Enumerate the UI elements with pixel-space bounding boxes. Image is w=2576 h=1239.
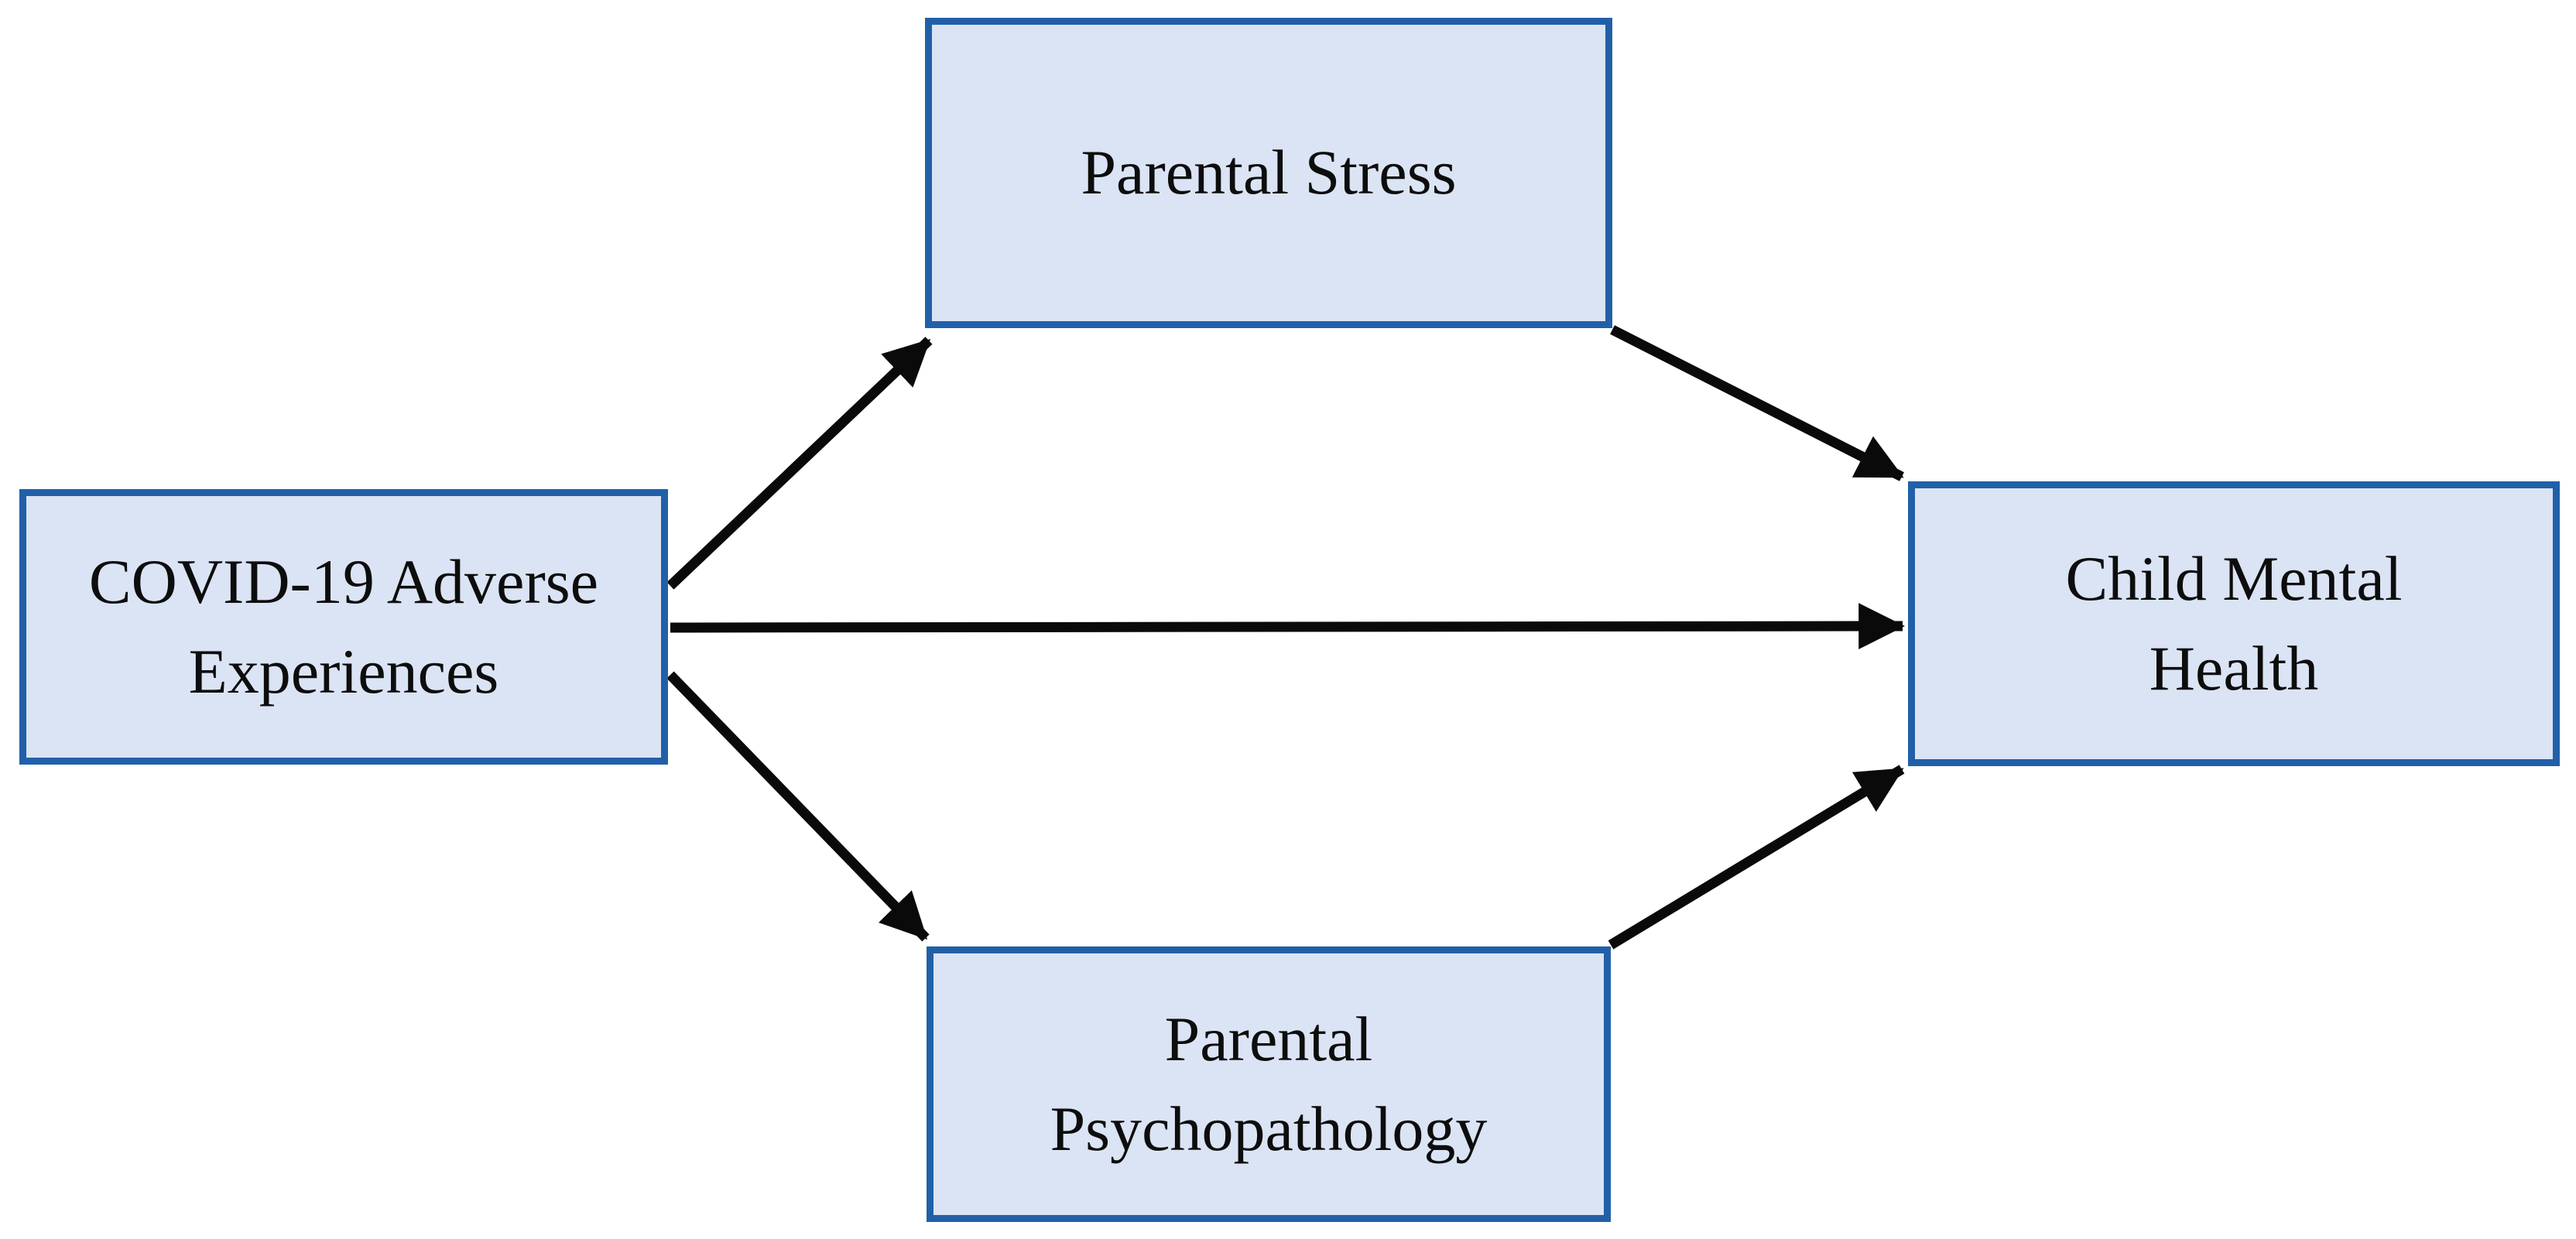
- edge-parental-stress-to-child-mental-health: [1610, 325, 1904, 481]
- node-label-line: Child Mental: [2065, 542, 2403, 614]
- node-covid-adverse-experiences: COVID-19 Adverse Experiences: [19, 489, 668, 765]
- edge-covid-to-child-mental-health: [670, 603, 1905, 649]
- edge-parental-psychopathology-to-child-mental-health: [1608, 765, 1905, 950]
- node-parental-psychopathology: Parental Psychopathology: [927, 946, 1611, 1222]
- edge-covid-to-parental-psychopathology: [666, 671, 930, 942]
- node-parental-stress: Parental Stress: [925, 18, 1612, 328]
- node-label-line: COVID-19 Adverse: [88, 546, 599, 617]
- node-label-line: Experiences: [188, 636, 499, 707]
- node-label-line: Parental Stress: [1081, 137, 1457, 208]
- node-label-line: Health: [2149, 633, 2319, 703]
- node-label-line: Psychopathology: [1050, 1094, 1488, 1164]
- node-label-line: Parental: [1164, 1003, 1373, 1074]
- node-child-mental-health: Child Mental Health: [1908, 481, 2560, 766]
- edge-covid-to-parental-stress: [666, 337, 933, 590]
